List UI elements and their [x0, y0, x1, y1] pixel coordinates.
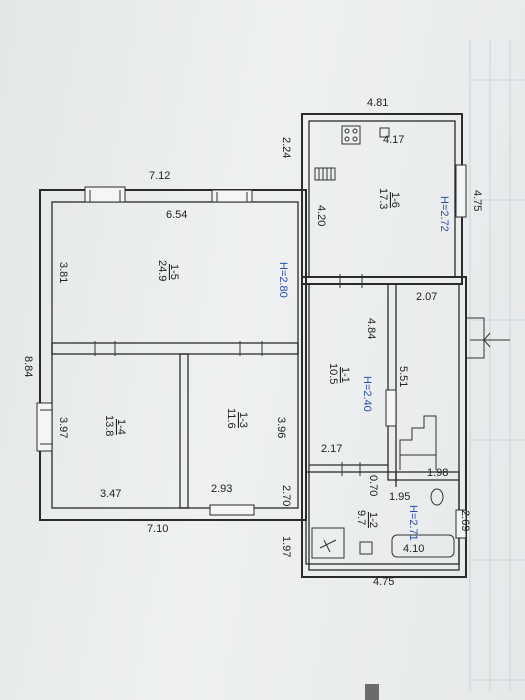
room-1-2-label: 1-2 9.7 [355, 510, 379, 528]
dim-bottom-main: 7.10 [147, 523, 168, 535]
dim-kitchen-width: 4.17 [383, 134, 404, 146]
dimension-labels: 4.81 7.12 7.10 4.17 6.54 3.47 2.93 2.07 … [22, 97, 483, 588]
room-1-1-label: 1-1 10.5 [327, 363, 351, 384]
room-area: 9.7 [355, 510, 367, 525]
room-1-3-label: 1-3 11.6 [225, 408, 249, 429]
room-id: 1-2 [367, 512, 379, 528]
entrance-arrow [465, 317, 510, 359]
dim-top-main: 7.12 [149, 170, 170, 182]
dim-corridor-width: 2.17 [321, 443, 342, 455]
room-1-6-label: 1-6 17.3 [377, 188, 401, 209]
room-id: 1-3 [237, 412, 249, 428]
room-1-4-label: 1-4 13.8 [103, 415, 127, 436]
dim-kitchen-offset: 2.24 [280, 137, 292, 158]
room-labels: 1-6 17.3 1-5 24.9 1-4 13.8 1-3 11.6 1-1 … [103, 188, 401, 528]
room-area: 11.6 [225, 408, 237, 429]
dim-room5-width: 6.54 [166, 209, 187, 221]
height-corridor: H=2.40 [361, 376, 373, 412]
dim-kitchen-depth: 4.20 [315, 205, 327, 226]
dim-bath-width: 4.10 [403, 543, 424, 555]
room-area: 10.5 [327, 363, 339, 384]
dim-bath-offset: 0.70 [367, 475, 379, 496]
dim-room4-depth: 3.97 [57, 417, 69, 438]
room-id: 1-4 [115, 419, 127, 435]
room-id: 1-5 [168, 264, 180, 280]
dim-stair-bottom: 1.98 [427, 467, 448, 479]
room-area: 13.8 [103, 415, 115, 436]
windows [36, 164, 467, 539]
room-area: 24.9 [156, 260, 168, 281]
room-id: 1-6 [389, 192, 401, 208]
dim-top-overall: 4.81 [367, 97, 388, 109]
dim-room5-depth: 3.81 [57, 262, 69, 283]
door-marks [94, 274, 363, 476]
dim-left-overall: 8.84 [22, 356, 34, 377]
dim-bath-right: 2.69 [459, 510, 471, 531]
dim-room3-width: 2.93 [211, 483, 232, 495]
dim-room3-depth: 3.96 [275, 417, 287, 438]
dim-stair-depth: 5.51 [397, 366, 409, 387]
ceiling-heights: H=2.72 H=2.80 H=2.40 H=2.71 [277, 196, 450, 541]
dim-annex-offset: 1.97 [280, 536, 292, 557]
dim-stair-width: 2.07 [416, 291, 437, 303]
dim-room4-width: 3.47 [100, 488, 121, 500]
corridor-block-walls [301, 276, 467, 578]
dim-corridor-depth: 4.84 [365, 318, 377, 339]
dim-bath-top: 1.95 [389, 491, 410, 503]
sheet-grid [469, 40, 525, 690]
room-id: 1-1 [339, 367, 351, 383]
height-kitchen: H=2.72 [438, 196, 450, 232]
main-block-walls [39, 189, 307, 521]
dim-kitchen-right: 4.75 [471, 190, 483, 211]
room-1-5-label: 1-5 24.9 [156, 260, 180, 281]
height-bath: H=2.71 [407, 505, 419, 541]
kitchen-fixtures [314, 125, 390, 181]
staircase [399, 415, 437, 470]
dim-bath-depth: 2.70 [280, 485, 292, 506]
room-area: 17.3 [377, 188, 389, 209]
dim-bottom-annex: 4.75 [373, 576, 394, 588]
bath-fixtures [311, 488, 455, 559]
height-main: H=2.80 [277, 262, 289, 298]
binder-clip [365, 684, 379, 700]
